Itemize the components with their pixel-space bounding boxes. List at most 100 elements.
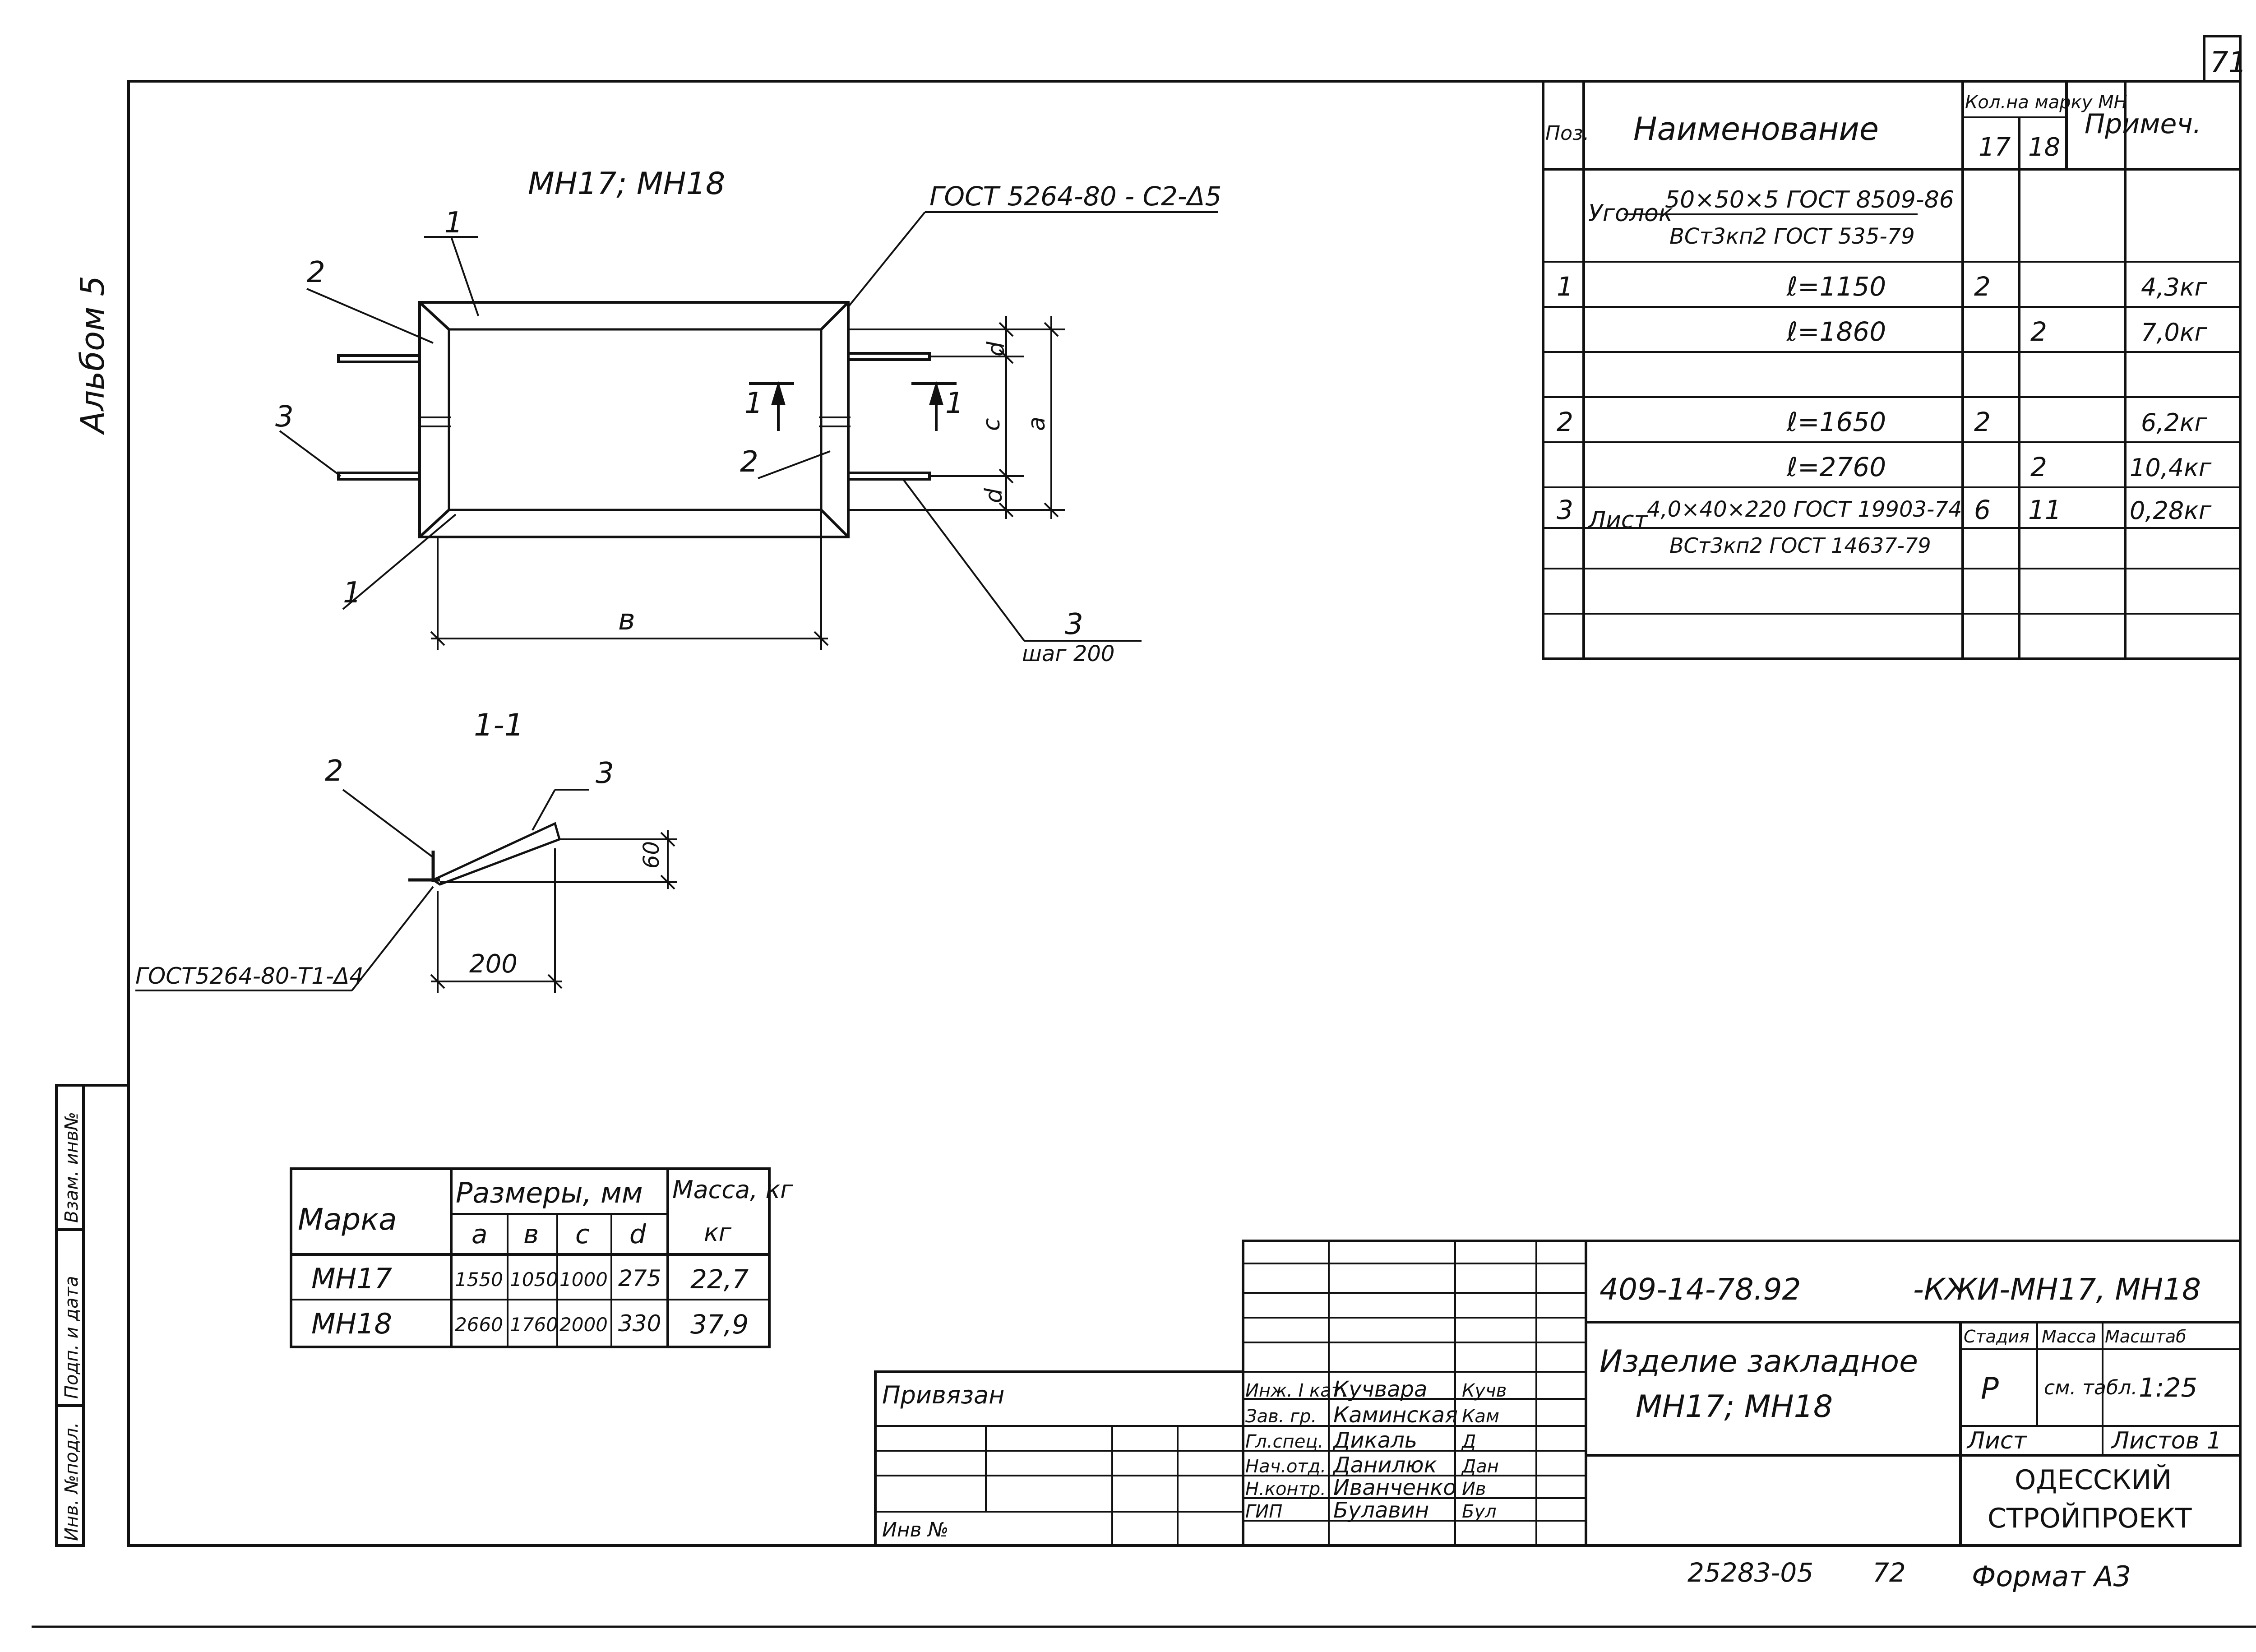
spec-row: 1 ℓ=1150 2 4,3кг: [1557, 271, 2207, 302]
footer-page: 72: [1872, 1557, 1906, 1588]
album-label: Альбом 5: [74, 276, 111, 435]
spec-table: [1542, 80, 2242, 660]
spec-angle-top: 50×50×5 ГОСТ 8509-86: [1665, 186, 1954, 213]
weld-note-top: ГОСТ 5264-80 - С2-Δ5: [929, 181, 1221, 212]
spec-angle-bottom: ВСт3кп2 ГОСТ 535-79: [1669, 224, 1915, 249]
svg-text:2000: 2000: [559, 1314, 608, 1336]
marks-row: МН17 1550 1050 1000 275 22,7: [311, 1262, 749, 1295]
dim-d-bottom: d: [980, 488, 1008, 503]
spec-row: 2 ℓ=1650 2 6,2кг: [1557, 407, 2207, 437]
svg-text:10,4кг: 10,4кг: [2130, 453, 2212, 482]
svg-text:Инж. I кат.: Инж. I кат.: [1245, 1380, 1348, 1401]
footer-format: Формат А3: [1972, 1560, 2131, 1593]
stamp-inv: Инв. №подл.: [61, 1422, 82, 1541]
svg-text:Кам: Кам: [1462, 1406, 1499, 1427]
marks-head-dims: Размеры, мм: [456, 1176, 643, 1209]
svg-text:4,0×40×220 ГОСТ 19903-74: 4,0×40×220 ГОСТ 19903-74: [1647, 497, 1962, 522]
dim-a: а: [1023, 416, 1050, 431]
svg-text:0,28кг: 0,28кг: [2130, 496, 2212, 525]
spec-angle-prefix: Уголок: [1588, 200, 1673, 227]
svg-text:2: 2: [2030, 452, 2047, 482]
svg-text:7,0кг: 7,0кг: [2141, 318, 2207, 347]
tb-inv: Инв №: [882, 1518, 948, 1541]
svg-text:Д: Д: [1461, 1431, 1476, 1452]
spec-row: ℓ=1860 2 7,0кг: [1786, 316, 2207, 347]
spec-head-q18: 18: [2028, 133, 2060, 162]
weld-note-section: ГОСТ5264-80-Т1-Δ4: [135, 963, 364, 989]
svg-text:ГИП: ГИП: [1245, 1501, 1282, 1522]
marks-head-d: d: [629, 1219, 647, 1249]
staff-list: Инж. I кат. Кучвара Кучв Зав. гр. Каминс…: [1245, 1377, 1507, 1523]
dim-b-label: в: [618, 603, 635, 637]
section-dim-w: 200: [469, 949, 518, 979]
marks-row: МН18 2660 1760 2000 330 37,9: [311, 1307, 749, 1340]
label-pos2-left: 2: [307, 256, 325, 289]
svg-text:1550: 1550: [455, 1268, 503, 1291]
label-pos1-bottom: 1: [343, 576, 361, 610]
svg-text:МН17: МН17: [311, 1262, 392, 1295]
svg-text:Нач.отд.: Нач.отд.: [1245, 1456, 1326, 1477]
svg-text:Гл.спец.: Гл.спец.: [1245, 1431, 1323, 1452]
tb-code: 409-14-78.92: [1600, 1272, 1801, 1307]
spec-head-pos: Поз.: [1545, 122, 1589, 145]
label-pos2-right: 2: [740, 445, 758, 479]
page-number: 71: [2210, 46, 2247, 79]
label-pos3-left: 3: [275, 400, 294, 434]
tb-stage: Р: [1981, 1371, 1999, 1406]
svg-text:4,3кг: 4,3кг: [2141, 273, 2207, 301]
svg-text:275: 275: [618, 1265, 661, 1291]
svg-text:1000: 1000: [559, 1268, 608, 1291]
dim-c: с: [978, 418, 1005, 431]
svg-text:1050: 1050: [510, 1268, 558, 1291]
tb-scale-label: Масштаб: [2105, 1327, 2187, 1347]
spec-head-q17: 17: [1979, 133, 2011, 162]
svg-text:МН18: МН18: [311, 1307, 392, 1340]
tb-name-2: МН17; МН18: [1636, 1389, 1833, 1425]
section-label-2: 2: [325, 754, 343, 788]
tb-sheets-label: Листов 1: [2111, 1427, 2222, 1454]
svg-text:2: 2: [1974, 271, 1991, 302]
sheet-frame: [127, 80, 2242, 1547]
svg-text:Дикаль: Дикаль: [1332, 1428, 1417, 1453]
side-stamp: [55, 1084, 85, 1547]
footer-number: 25283-05: [1687, 1557, 1813, 1588]
svg-text:Данилюк: Данилюк: [1332, 1453, 1437, 1478]
svg-text:1: 1: [1557, 271, 1573, 302]
frame-view: [279, 211, 1218, 650]
tb-name-1: Изделие закладное: [1600, 1344, 1918, 1379]
svg-text:2660: 2660: [455, 1314, 503, 1336]
marks-head-b: в: [523, 1219, 539, 1249]
svg-text:ℓ=1650: ℓ=1650: [1786, 407, 1886, 437]
svg-text:Бул: Бул: [1462, 1501, 1497, 1522]
svg-text:Зав. гр.: Зав. гр.: [1245, 1406, 1317, 1427]
section-dim-h: 60: [639, 841, 664, 869]
svg-text:Н.контр.: Н.контр.: [1245, 1479, 1326, 1499]
svg-text:37,9: 37,9: [690, 1309, 749, 1340]
section-title: 1-1: [474, 708, 524, 743]
svg-text:1760: 1760: [510, 1314, 558, 1336]
svg-text:22,7: 22,7: [690, 1264, 749, 1295]
tb-mass: см. табл.: [2044, 1376, 2137, 1399]
svg-text:Кучвара: Кучвара: [1333, 1377, 1427, 1402]
section-1-1: [135, 789, 677, 993]
svg-text:Лист: Лист: [1587, 507, 1648, 534]
spec-head-qty: Кол.на марку МН: [1965, 92, 2127, 113]
label-step: шаг 200: [1022, 641, 1114, 666]
marks-head-mark: Марка: [298, 1202, 397, 1237]
tb-scale: 1:25: [2139, 1372, 2197, 1403]
svg-text:Каминская: Каминская: [1333, 1402, 1458, 1428]
tb-org-1: ОДЕССКИЙ: [2015, 1463, 2172, 1496]
spec-row-sheet: 3 Лист 4,0×40×220 ГОСТ 19903-74 ВСт3кп2 …: [1557, 495, 2212, 558]
label-pos1-top: 1: [444, 206, 463, 240]
tb-stage-label: Стадия: [1964, 1327, 2029, 1347]
svg-text:ℓ=1150: ℓ=1150: [1786, 271, 1886, 302]
dim-d-top: d: [983, 341, 1010, 356]
svg-text:ВСт3кп2 ГОСТ 14637-79: ВСт3кп2 ГОСТ 14637-79: [1669, 533, 1931, 558]
title-block: [874, 1240, 2242, 1547]
svg-text:11: 11: [2028, 495, 2062, 525]
svg-text:2: 2: [1557, 407, 1573, 437]
svg-text:Иванченко: Иванченко: [1333, 1475, 1456, 1500]
svg-text:Кучв: Кучв: [1462, 1380, 1507, 1401]
svg-text:6,2кг: 6,2кг: [2141, 408, 2207, 437]
